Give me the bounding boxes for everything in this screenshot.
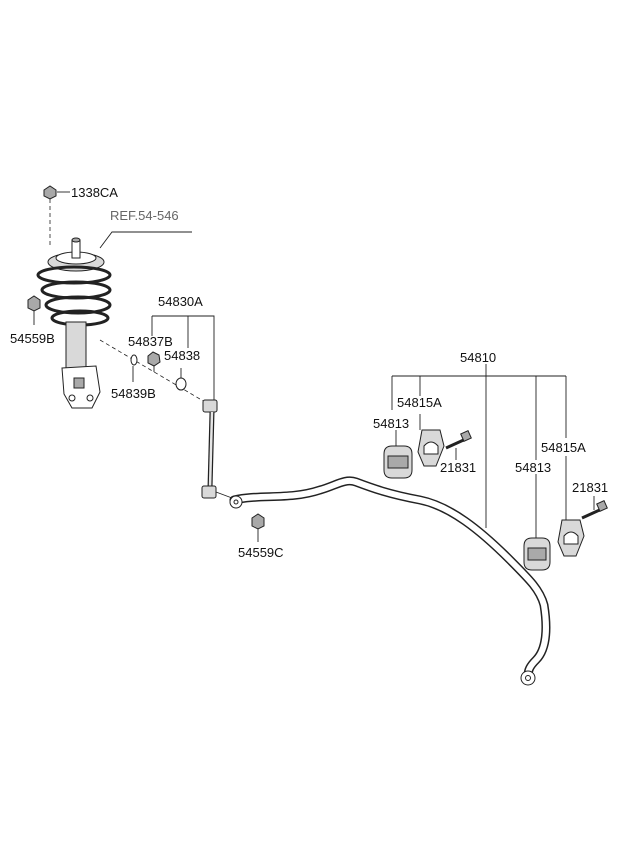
label-54810: 54810 — [460, 350, 496, 365]
label-54813-right: 54813 — [515, 460, 551, 475]
shock-absorber — [61, 321, 101, 409]
label-54813-left: 54813 — [373, 416, 409, 431]
stabilizer-link — [99, 339, 233, 499]
label-54839B: 54839B — [111, 386, 156, 401]
label-54815A-left: 54815A — [397, 395, 442, 410]
link-leaders — [132, 315, 215, 400]
label-21831-right: 21831 — [572, 480, 608, 495]
nut-54559B — [27, 295, 41, 325]
label-54559C: 54559C — [238, 545, 284, 560]
label-54837B: 54837B — [128, 334, 173, 349]
leader-54810 — [391, 364, 567, 528]
bushing-left — [383, 430, 413, 479]
label-54559B: 54559B — [10, 331, 55, 346]
label-54830A: 54830A — [158, 294, 203, 309]
strut-nut — [43, 185, 70, 200]
label-21831-left: 21831 — [440, 460, 476, 475]
strut-assembly — [36, 185, 192, 409]
coil-spring — [36, 265, 112, 327]
label-54838: 54838 — [164, 348, 200, 363]
bracket-right — [557, 456, 585, 557]
label-54815A-right: 54815A — [541, 440, 586, 455]
bracket-left — [417, 414, 445, 467]
stabilizer-bar — [229, 476, 551, 686]
bushing-right — [523, 474, 551, 571]
label-1338CA: 1338CA — [71, 185, 118, 200]
label-ref-54-546: REF.54-546 — [110, 208, 179, 223]
nut-54559C — [251, 513, 265, 542]
bolt-right — [581, 496, 608, 520]
bolt-left — [445, 430, 472, 460]
